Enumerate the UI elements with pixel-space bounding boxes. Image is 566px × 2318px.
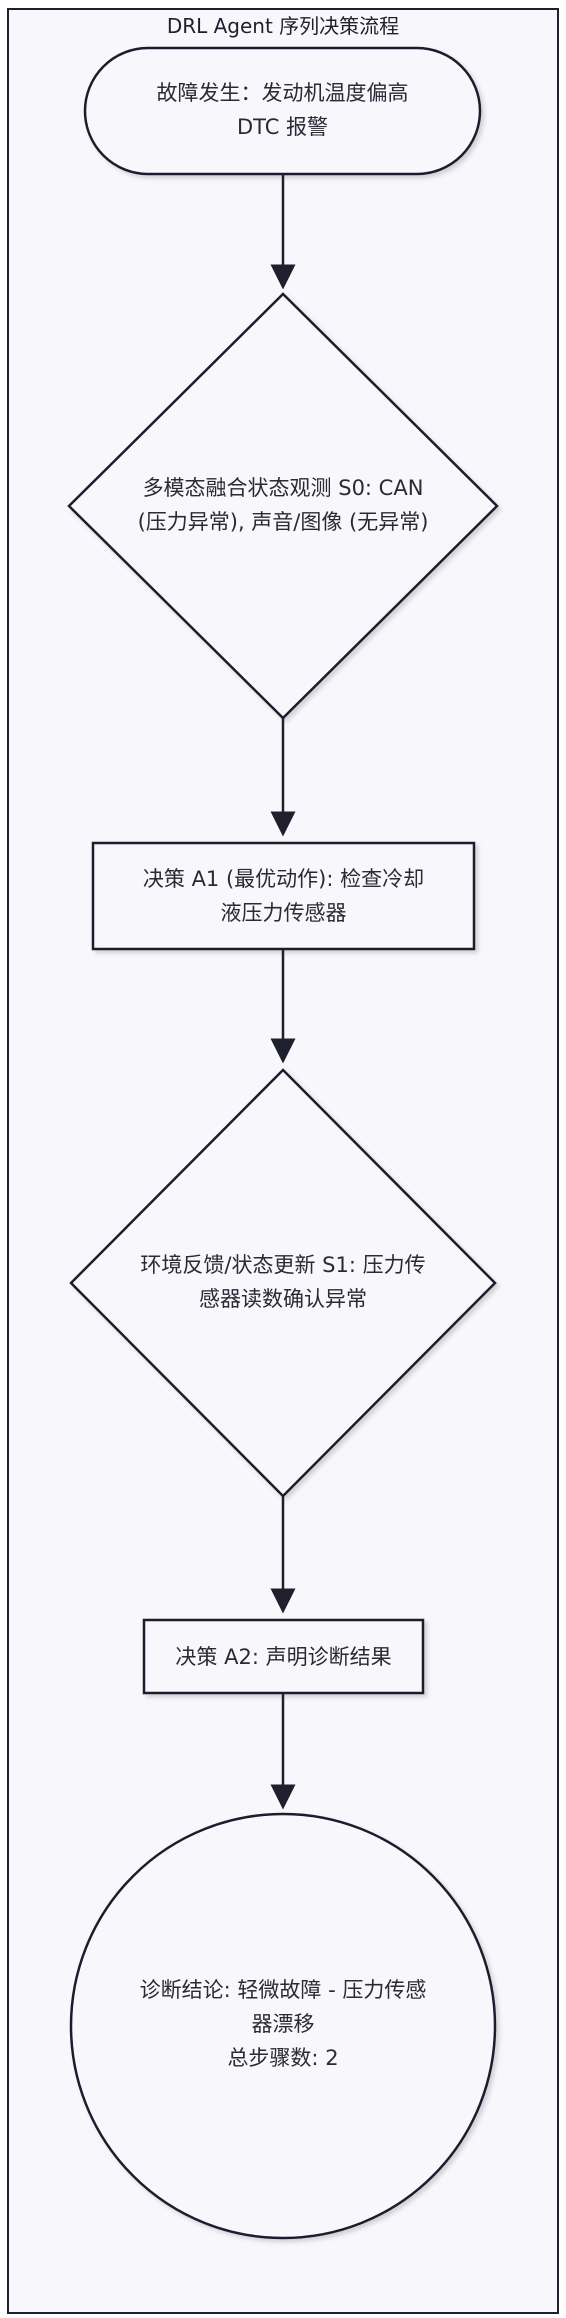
start-node-line2: DTC 报警 (236, 115, 329, 139)
observe-node-line1: 多模态融合状态观测 S0: CAN (142, 476, 424, 500)
observe-node-label: 多模态融合状态观测 S0: CAN (压力异常), 声音/图像 (无异常) (90, 471, 476, 539)
feedback-node-label: 环境反馈/状态更新 S1: 压力传 感器读数确认异常 (90, 1248, 476, 1316)
action1-node (91, 841, 476, 951)
diagram-title: DRL Agent 序列决策流程 (166, 14, 400, 38)
action2-node (142, 1618, 425, 1695)
action1-node-label: 决策 A1 (最优动作): 检查冷却 液压力传感器 (93, 862, 474, 930)
action1-node-line2: 液压力传感器 (220, 901, 347, 925)
feedback-node-line1: 环境反馈/状态更新 S1: 压力传 (140, 1253, 426, 1277)
result-node-line3: 总步骤数: 2 (227, 2046, 339, 2070)
observe-node-line2: (压力异常), 声音/图像 (无异常) (137, 510, 429, 534)
action2-node-label: 决策 A2: 声明诊断结果 (144, 1640, 423, 1674)
result-node-label: 诊断结论: 轻微故障 - 压力传感 器漂移 总步骤数: 2 (105, 1973, 461, 2075)
result-node-line2: 器漂移 (251, 2012, 315, 2036)
start-node-line1: 故障发生：发动机温度偏高 (156, 81, 409, 105)
result-node (69, 1812, 497, 2240)
result-node-line1: 诊断结论: 轻微故障 - 压力传感 (139, 1978, 427, 2002)
start-node-label: 故障发生：发动机温度偏高 DTC 报警 (85, 76, 480, 144)
feedback-node-line2: 感器读数确认异常 (199, 1287, 367, 1311)
action2-node-line1: 决策 A2: 声明诊断结果 (175, 1645, 392, 1669)
action1-node-line1: 决策 A1 (最优动作): 检查冷却 (142, 867, 425, 891)
